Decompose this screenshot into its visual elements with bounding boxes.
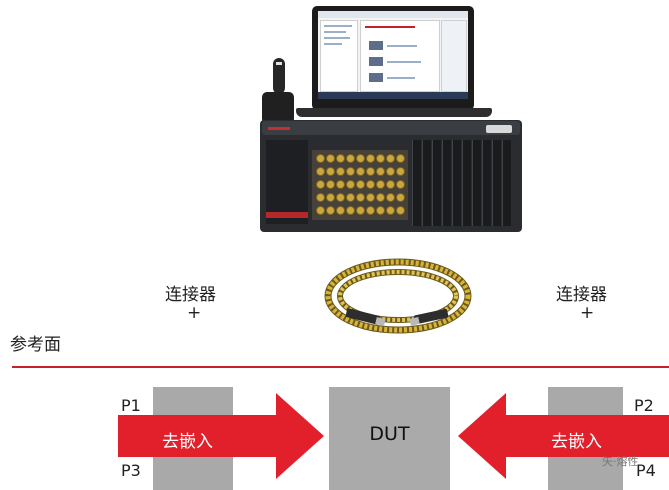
- rf-connector: [316, 167, 325, 176]
- rf-connector: [346, 167, 355, 176]
- reference-plane-label: 参考面: [10, 335, 61, 355]
- rf-connector: [376, 193, 385, 202]
- port-p1-label: P1: [121, 396, 141, 415]
- rf-connector: [376, 167, 385, 176]
- window-right-panel: [441, 20, 467, 92]
- laptop-display: [318, 11, 468, 99]
- rf-connector: [376, 206, 385, 215]
- port-p4-label: P4: [636, 461, 656, 480]
- rf-connector: [386, 167, 395, 176]
- chassis-slot: [442, 140, 451, 226]
- window-main-panel: [360, 20, 440, 92]
- rf-connector: [346, 206, 355, 215]
- deembed-label-left: 去嵌入: [162, 432, 213, 452]
- rf-connector: [336, 180, 345, 189]
- brand-logo-icon: [268, 127, 290, 130]
- instrument-illustration: [0, 0, 669, 240]
- rf-connector: [316, 193, 325, 202]
- rf-connector: [396, 167, 405, 176]
- port-p2-label: P2: [634, 396, 654, 415]
- laptop-base: [296, 108, 492, 117]
- controller-panel: [266, 140, 308, 224]
- chassis-slot: [452, 140, 461, 226]
- rf-connector: [336, 167, 345, 176]
- chassis-slot: [462, 140, 471, 226]
- rf-connector: [366, 167, 375, 176]
- deembed-arrow-left-icon: [118, 393, 324, 479]
- watermark-text: 矢·熔性: [602, 455, 639, 468]
- thumbnail-icon: [369, 41, 383, 50]
- chassis-badge: [486, 125, 512, 133]
- rf-connector: [316, 180, 325, 189]
- chassis-slot: [422, 140, 431, 226]
- rf-connector: [316, 154, 325, 163]
- rf-connector: [336, 206, 345, 215]
- rf-connector: [326, 167, 335, 176]
- rf-connector: [386, 180, 395, 189]
- connector-label-left: 连接器: [165, 285, 216, 305]
- rf-connector: [386, 154, 395, 163]
- thumbnail-icon: [369, 57, 383, 66]
- rf-connector: [376, 154, 385, 163]
- rf-connector: [366, 180, 375, 189]
- rf-connector: [356, 180, 365, 189]
- chassis-top-bar: [262, 121, 520, 135]
- reference-plane-line: [12, 366, 669, 368]
- probe-head: [273, 58, 285, 94]
- rf-connector: [356, 154, 365, 163]
- rf-connector: [386, 193, 395, 202]
- rf-connector: [326, 154, 335, 163]
- chassis-slot: [472, 140, 481, 226]
- chassis-slot: [412, 140, 421, 226]
- controller-red-strip: [266, 212, 308, 218]
- plus-sign-left: +: [187, 303, 202, 323]
- thumbnail-icon: [369, 73, 383, 82]
- rf-connector: [336, 154, 345, 163]
- rf-connector: [366, 206, 375, 215]
- probe-body: [262, 92, 294, 124]
- dut-label: DUT: [369, 423, 410, 445]
- rf-connector: [346, 193, 355, 202]
- taskbar: [318, 92, 468, 99]
- deembed-arrow-right-icon: [458, 393, 669, 479]
- chassis-slot: [502, 140, 511, 226]
- chassis-slot: [482, 140, 491, 226]
- rf-connector: [366, 193, 375, 202]
- deembed-label-right: 去嵌入: [551, 432, 602, 452]
- rf-connector: [326, 193, 335, 202]
- rf-connector: [346, 154, 355, 163]
- probe-light: [276, 62, 282, 65]
- rf-connector: [396, 193, 405, 202]
- rf-connector: [326, 206, 335, 215]
- rf-connector: [366, 154, 375, 163]
- rf-connector: [316, 206, 325, 215]
- dut-block: [329, 387, 450, 490]
- rf-connector: [396, 206, 405, 215]
- rf-connector: [346, 180, 355, 189]
- plus-sign-right: +: [580, 303, 595, 323]
- window-sidebar: [320, 20, 358, 92]
- rf-connector: [396, 154, 405, 163]
- rf-connector: [356, 206, 365, 215]
- rf-connector: [356, 167, 365, 176]
- port-p3-label: P3: [121, 461, 141, 480]
- coaxial-cable-icon: [324, 258, 472, 334]
- chassis-slot: [492, 140, 501, 226]
- rf-connector: [326, 180, 335, 189]
- rf-connector: [386, 206, 395, 215]
- rf-connector: [356, 193, 365, 202]
- rf-connector: [336, 193, 345, 202]
- rf-connector: [396, 180, 405, 189]
- window-titlebar: [318, 11, 468, 18]
- connector-label-right: 连接器: [556, 285, 607, 305]
- chassis-slot: [432, 140, 441, 226]
- rf-connector: [376, 180, 385, 189]
